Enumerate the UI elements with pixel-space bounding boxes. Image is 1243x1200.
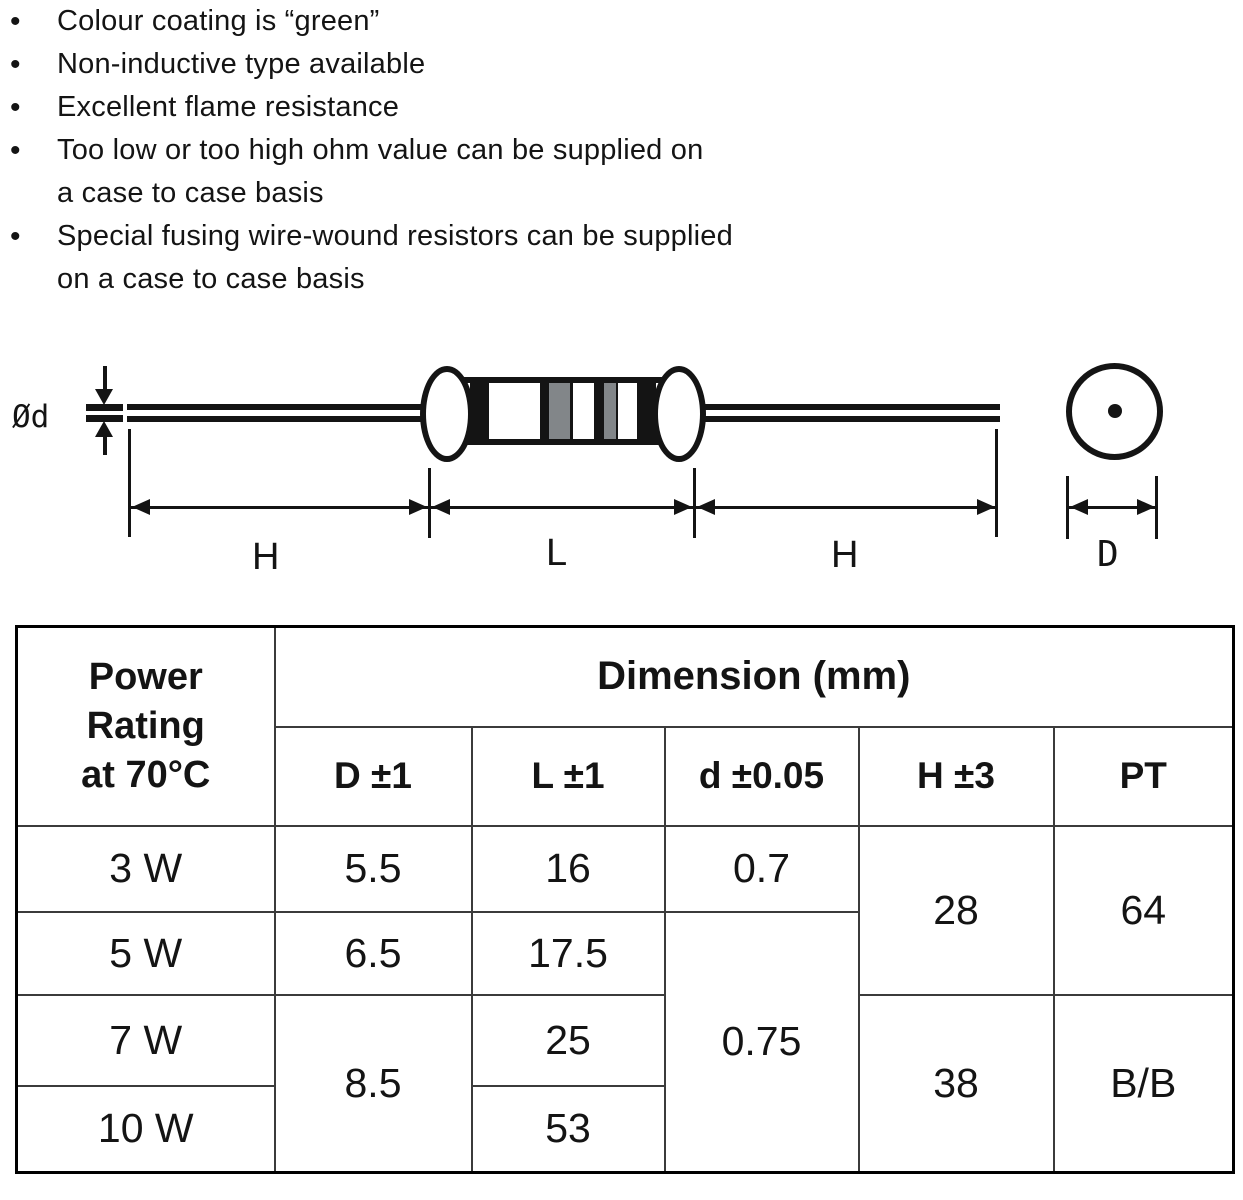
arrowhead-icon	[432, 499, 450, 515]
cell-power: 7 W	[15, 993, 276, 1087]
col-header-d-outer: D ±1	[273, 725, 473, 827]
cell-D: 5.5	[273, 824, 473, 913]
resistor-end-cap-right	[652, 366, 706, 462]
bullet-icon: •	[10, 134, 21, 167]
bullet-text: Non-inductive type available	[57, 48, 426, 80]
bullet-icon: •	[10, 220, 21, 253]
cell-D: 6.5	[273, 910, 473, 996]
dimension-line-d	[1068, 506, 1157, 509]
arrowhead-icon	[409, 499, 427, 515]
lead-wire-right	[700, 404, 1000, 422]
color-band-gray	[604, 383, 618, 439]
list-item: • Excellent flame resistance	[10, 86, 840, 129]
table-row: 5 W 6.5 17.5 0.75	[15, 910, 1234, 1174]
bullet-icon: •	[10, 48, 21, 81]
list-item: • Special fusing wire-wound resistors ca…	[10, 215, 840, 301]
extension-line	[995, 429, 998, 537]
body-junction-band	[637, 383, 656, 439]
col-header-d-lead: d ±0.05	[663, 725, 860, 827]
cell-H: 38	[857, 993, 1055, 1174]
front-view-center-dot	[1108, 404, 1122, 418]
bullet-text: Excellent flame resistance	[57, 91, 400, 123]
dimension-line-hlh	[129, 506, 997, 509]
arrow-down-icon	[95, 389, 113, 405]
list-item: • Non-inductive type available	[10, 43, 840, 86]
diameter-extension-bar	[86, 404, 123, 411]
color-band-gray	[549, 383, 573, 439]
arrowhead-icon	[674, 499, 692, 515]
color-band-edge	[594, 383, 604, 439]
diameter-arrow-line	[103, 366, 107, 391]
arrowhead-icon	[1137, 499, 1155, 515]
table-row: 10 W 53	[15, 1084, 1234, 1174]
bullet-text: Colour coating is “green”	[57, 5, 380, 37]
cell-L: 25	[470, 993, 666, 1087]
dim-label-d: D	[1097, 534, 1119, 575]
power-rating-header: Power Rating at 70°C	[15, 625, 276, 827]
bullet-icon: •	[10, 91, 21, 124]
feature-bullet-list: • Colour coating is “green” • Non-induct…	[10, 0, 840, 301]
extension-line	[1066, 476, 1069, 539]
cell-L: 17.5	[470, 910, 666, 996]
resistor-end-cap-left	[420, 366, 474, 462]
bullet-icon: •	[10, 5, 21, 38]
diameter-extension-bar	[86, 415, 123, 422]
diameter-arrow-line	[103, 437, 107, 455]
bullet-text: Special fusing wire-wound resistors can …	[57, 220, 733, 295]
cell-D: 8.5	[273, 993, 473, 1174]
cell-power: 5 W	[15, 910, 276, 996]
cell-power: 3 W	[15, 824, 276, 913]
extension-line	[128, 429, 131, 537]
cell-PT: 64	[1052, 824, 1235, 996]
extension-line	[428, 468, 431, 538]
cell-L: 53	[470, 1084, 666, 1174]
col-header-l: L ±1	[470, 725, 666, 827]
cell-L: 16	[470, 824, 666, 913]
arrowhead-icon	[977, 499, 995, 515]
list-item: • Too low or too high ohm value can be s…	[10, 129, 840, 215]
cell-d: 0.75	[663, 910, 860, 1174]
arrowhead-icon	[697, 499, 715, 515]
resistor-dimension-diagram: Ød H L	[12, 363, 1163, 578]
cell-PT: B/B	[1052, 993, 1235, 1174]
dim-label-h-right: H	[831, 534, 859, 576]
lead-diameter-label: Ød	[12, 399, 50, 435]
dimension-table: Power Rating at 70°C Dimension (mm) D ±1…	[15, 625, 1235, 1174]
col-header-h: H ±3	[857, 725, 1055, 827]
color-band-edge	[540, 383, 549, 439]
cell-d: 0.7	[663, 824, 860, 913]
dim-label-l: L	[546, 532, 568, 574]
list-item: • Colour coating is “green”	[10, 0, 840, 43]
col-header-pt: PT	[1052, 725, 1235, 827]
body-junction-band	[470, 383, 489, 439]
cell-H: 28	[857, 824, 1055, 996]
arrowhead-icon	[1070, 499, 1088, 515]
dimension-header: Dimension (mm)	[273, 625, 1235, 728]
bullet-text: Too low or too high ohm value can be sup…	[57, 134, 704, 209]
extension-line	[693, 468, 696, 538]
arrow-up-icon	[95, 421, 113, 437]
table-row: 7 W 8.5 25 38 B/B	[15, 993, 1235, 1174]
arrowhead-icon	[132, 499, 150, 515]
dim-label-h-left: H	[252, 536, 280, 578]
table-row: 3 W 5.5 16 0.7 28 64	[15, 824, 1235, 996]
cell-power: 10 W	[15, 1084, 276, 1174]
lead-wire-left	[127, 404, 423, 422]
